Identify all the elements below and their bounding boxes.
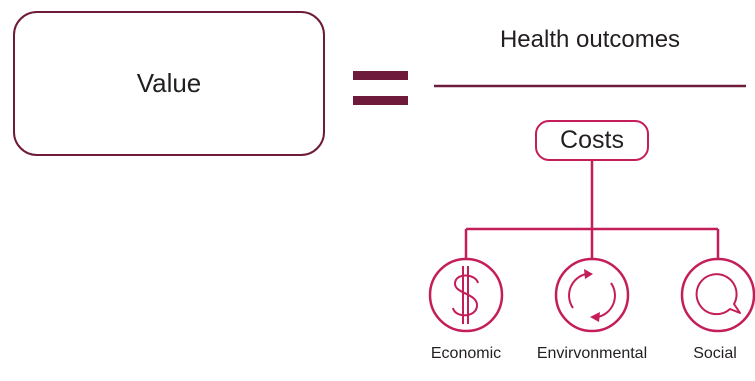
social-icon-circle xyxy=(680,257,755,333)
costs-box: Costs xyxy=(535,120,649,161)
category-label-environmental: Envirvonmental xyxy=(536,345,648,362)
denominator-label: Costs xyxy=(560,126,624,154)
dollar-icon xyxy=(452,266,479,324)
recycle-arrows-icon xyxy=(568,269,616,322)
economic-icon-circle xyxy=(428,257,504,333)
speech-bubble-icon xyxy=(695,273,741,316)
category-label-social: Social xyxy=(693,345,737,362)
equals-sign xyxy=(353,71,408,105)
cost-tree-connectors xyxy=(464,161,720,258)
numerator-label: Health outcomes xyxy=(499,26,681,53)
value-label: Value xyxy=(136,68,202,98)
environmental-icon-circle xyxy=(554,257,630,333)
category-label-economic: Economic xyxy=(430,345,502,362)
value-box: Value xyxy=(13,11,325,156)
